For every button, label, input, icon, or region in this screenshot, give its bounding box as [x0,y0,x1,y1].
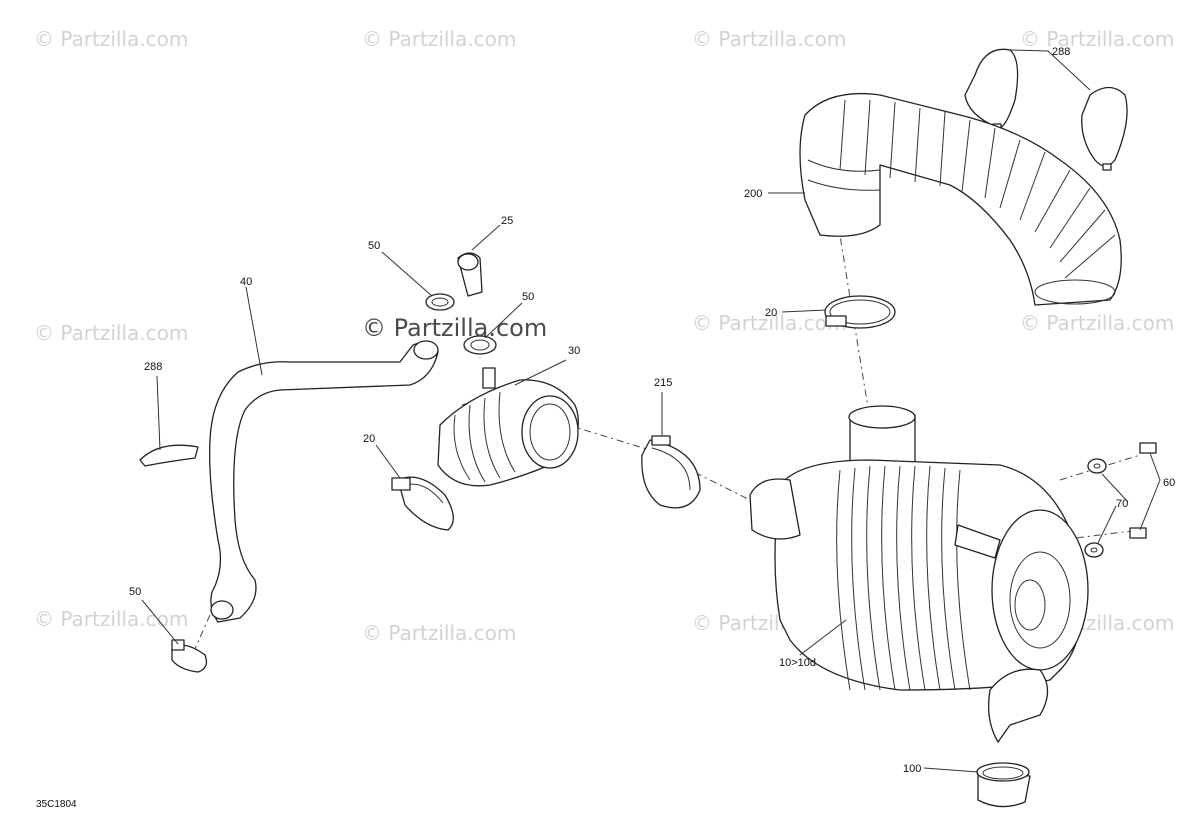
callout-40: 40 [240,276,252,288]
watermark-text: © Partzilla.com [692,311,846,335]
watermark-text: © Partzilla.com [362,621,516,645]
callout-50-middle: 50 [522,291,534,303]
watermark-text: © Partzilla.com [34,607,188,631]
callout-288-top: 288 [1052,46,1070,58]
adaptor-30 [437,367,579,487]
callout-70: 70 [1116,498,1128,510]
watermark-text: © Partzilla.com [362,27,516,51]
callout-60: 60 [1163,477,1175,489]
callout-200: 200 [744,188,762,200]
watermark-text: © Partzilla.com [34,321,188,345]
clamp-288-top [964,48,1128,171]
clamp-50-middle [463,335,497,355]
airbox-10 [749,405,1089,743]
intake-duct-200 [799,92,1122,306]
clamp-215 [641,435,701,509]
callout-20-left: 20 [363,433,375,445]
diagram-code: 35C1804 [36,799,77,810]
callout-20-right: 20 [765,307,777,319]
callout-50-upper: 50 [368,240,380,252]
coupling-100 [976,762,1031,808]
watermark-text: © Partzilla.com [34,27,188,51]
clamp-20-left [391,476,454,531]
watermark-grid: © Partzilla.com © Partzilla.com © Partzi… [34,27,1174,645]
watermark-text: © Partzilla.com [1020,311,1174,335]
leader-lines [141,49,1161,773]
callout-30: 30 [568,345,580,357]
watermark-text: © Partzilla.com [1020,27,1174,51]
callout-288-left: 288 [144,361,162,373]
clamp-50-upper [425,293,455,311]
callout-50-lower: 50 [129,586,141,598]
clamp-50-lower [171,639,208,673]
clamp-20-right [824,295,896,329]
watermark-text: © Partzilla.com [692,27,846,51]
callout-215: 215 [654,377,672,389]
bolts-60-washers-70 [1084,442,1157,558]
callout-10: 10>10d [779,657,816,669]
callout-labels: 288 200 25 50 50 40 30 20 288 215 20 70 … [129,46,1175,775]
clip-288-left [139,444,199,467]
callout-25: 25 [501,215,513,227]
fitting-25 [457,252,483,297]
watermark-main: © Partzilla.com [362,314,547,342]
callout-100: 100 [903,763,921,775]
hose-40 [209,340,439,623]
